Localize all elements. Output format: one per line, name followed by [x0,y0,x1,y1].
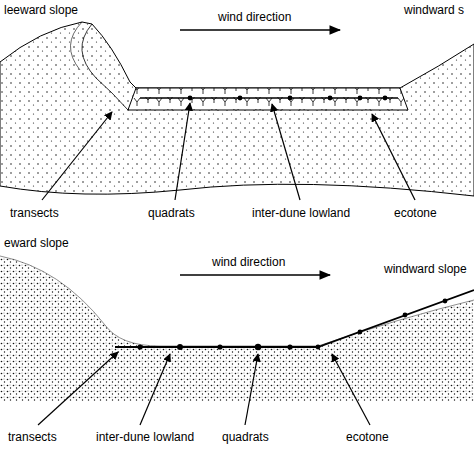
top-cross-section [0,22,474,200]
transect-label: transects [8,430,57,444]
quadrat-label: quadrats [148,206,195,220]
slope-label: leeward slope [4,3,78,17]
leader-arrows [38,352,370,425]
slope-label: eward slope [4,236,69,250]
lowland-label: inter-dune lowland [252,206,350,220]
transect-label: transects [10,206,59,220]
lowland-strip [128,88,408,110]
wind-arrow [180,29,340,30]
sand-body [0,256,474,402]
lowland-label: inter-dune lowland [96,430,194,444]
quadrat-dots [188,96,388,101]
dune-surface [0,256,474,346]
slip-face [70,22,82,70]
ecotone-label: ecotone [346,430,389,444]
slope-label: windward s [404,3,464,17]
bottom-cross-section [0,256,474,425]
ecotone-label: ecotone [394,206,437,220]
slip-face [82,24,128,110]
wind-label: wind direction [212,255,285,269]
slope-label: windward slope [384,262,467,276]
wind-label: wind direction [218,10,291,24]
quadrat-label: quadrats [222,430,269,444]
sand-body [0,22,474,196]
wind-arrow [180,274,330,275]
quadrat-dots [137,299,447,351]
leader-arrows [42,103,415,200]
transect-line [115,290,474,347]
